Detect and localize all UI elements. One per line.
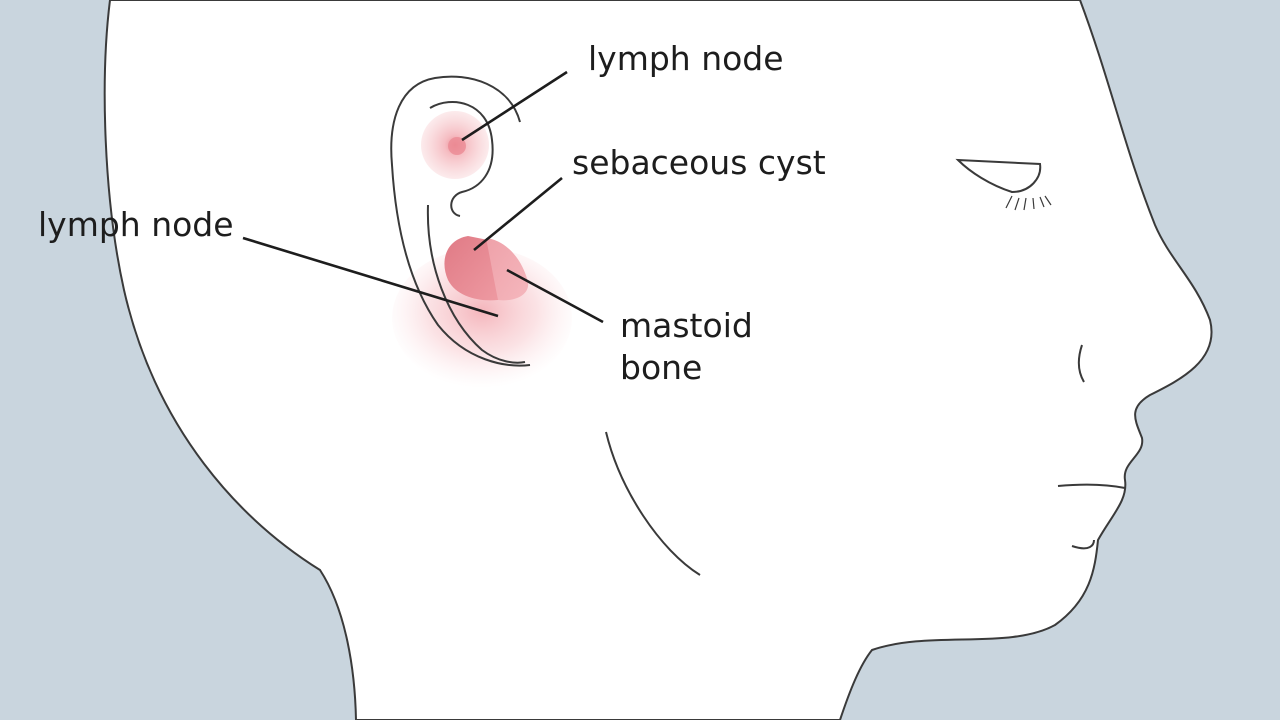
ear-lobe-fold — [426, 204, 526, 364]
ear-outline — [390, 75, 531, 367]
leader-sebaceous-cyst — [473, 176, 563, 252]
label-sebaceous-cyst: sebaceous cyst — [572, 143, 826, 182]
label-lymph-node-lower: lymph node — [38, 205, 234, 244]
head-silhouette — [103, 0, 1213, 720]
label-mastoid-line1: mastoid — [620, 306, 753, 345]
leader-lymph-node-upper — [461, 70, 568, 142]
mouth-line — [1057, 483, 1126, 489]
upper-lymph-node-core — [448, 137, 466, 155]
nostril — [1077, 344, 1085, 383]
closed-eye — [955, 158, 1042, 194]
label-mastoid-line2: bone — [620, 348, 703, 387]
leader-mastoid-bone — [506, 268, 604, 324]
mastoid-bone — [486, 238, 529, 301]
neck-line — [605, 431, 701, 576]
label-lymph-node-upper: lymph node — [588, 39, 784, 78]
leader-lymph-node-lower — [242, 236, 499, 318]
sebaceous-cyst — [444, 236, 500, 301]
eyelashes — [1005, 195, 1052, 211]
chin-contour — [1071, 539, 1095, 550]
ear-inner-fold — [429, 101, 494, 217]
label-mastoid-bone: mastoid bone — [620, 305, 753, 389]
